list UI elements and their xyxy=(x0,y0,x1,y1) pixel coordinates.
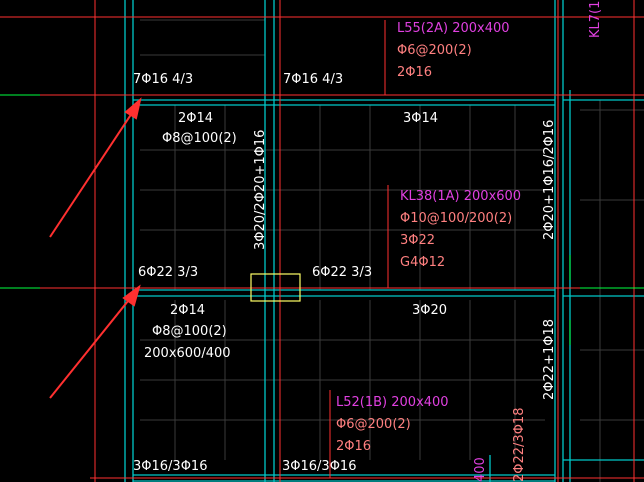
kl38-top-rebar[interactable]: 3Φ22 xyxy=(400,233,435,248)
l55-top-rebar[interactable]: 2Φ16 xyxy=(397,65,432,80)
right-vertical-upper-rebar[interactable]: 2Φ20+1Φ16/2Φ16 xyxy=(542,120,557,240)
background-grid xyxy=(140,19,644,482)
lower-left-size[interactable]: 200x600/400 xyxy=(144,346,231,361)
right-vertical-lower-rebar[interactable]: 2Φ22+1Φ18 xyxy=(542,319,557,400)
kl38-side-rebar[interactable]: G4Φ12 xyxy=(400,255,445,270)
bottom-vertical-rebar-a[interactable]: 2Φ22/3Φ18 xyxy=(512,408,527,482)
l55-beam-name[interactable]: L55(2A) 200x400 xyxy=(397,21,510,36)
beam-lines xyxy=(124,0,644,482)
l55-stirrup[interactable]: Φ6@200(2) xyxy=(397,43,472,58)
kl38-beam-name[interactable]: KL38(1A) 200x600 xyxy=(400,189,521,204)
top-left-rebar-label[interactable]: 7Φ16 4/3 xyxy=(133,72,193,87)
selection-highlight-box[interactable] xyxy=(250,273,301,302)
bottom-left-rebar-label[interactable]: 3Φ16/3Φ16 xyxy=(133,459,207,474)
lower-left-top-rebar[interactable]: 2Φ14 xyxy=(170,303,205,318)
pointer-arrows xyxy=(49,97,142,399)
kl38-stirrup[interactable]: Φ10@100/200(2) xyxy=(400,211,512,226)
green-lines xyxy=(0,94,644,345)
bottom-vertical-rebar-b[interactable]: 400 xyxy=(473,457,488,482)
top-mid-rebar-label[interactable]: 7Φ16 4/3 xyxy=(283,72,343,87)
lower-left-stirrup[interactable]: Φ8@100(2) xyxy=(152,324,227,339)
upper-left-stirrup[interactable]: Φ8@100(2) xyxy=(162,131,237,146)
upper-right-top-rebar[interactable]: 3Φ14 xyxy=(403,111,438,126)
vertical-mid-rebar[interactable]: 3Φ20/2Φ20+1Φ16 xyxy=(253,130,268,250)
annotations: 7Φ16 4/3 7Φ16 4/3 L55(2A) 200x400 Φ6@200… xyxy=(133,1,603,482)
bottom-mid-rebar-label[interactable]: 3Φ16/3Φ16 xyxy=(282,459,356,474)
kl7-beam-name[interactable]: KL7(1 xyxy=(588,1,603,38)
mid-mid-rebar-label[interactable]: 6Φ22 3/3 xyxy=(312,265,372,280)
mid-left-rebar-label[interactable]: 6Φ22 3/3 xyxy=(138,265,198,280)
l52-stirrup[interactable]: Φ6@200(2) xyxy=(336,417,411,432)
l52-beam-name[interactable]: L52(1B) 200x400 xyxy=(336,395,449,410)
l52-top-rebar[interactable]: 2Φ16 xyxy=(336,439,371,454)
lower-right-top-rebar[interactable]: 3Φ20 xyxy=(412,303,447,318)
upper-left-top-rebar[interactable]: 2Φ14 xyxy=(178,111,213,126)
